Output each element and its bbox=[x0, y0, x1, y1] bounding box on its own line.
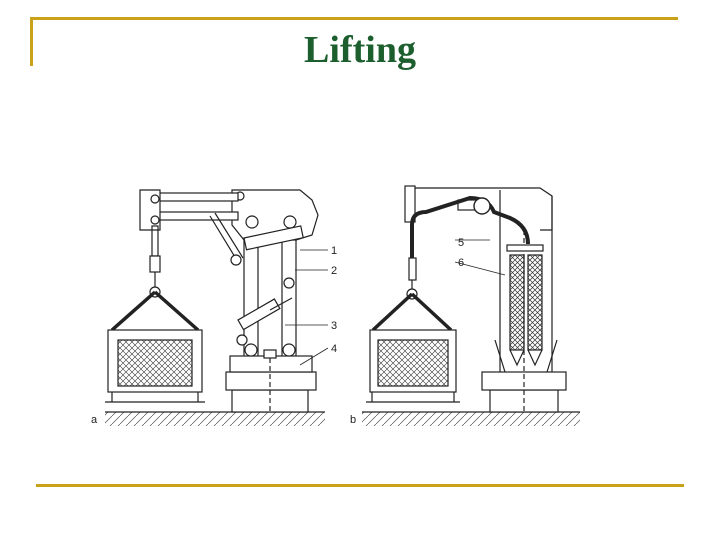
panel-b-labels: 5 6 b bbox=[350, 237, 464, 426]
panel-b-label: b bbox=[350, 414, 356, 426]
callout-3: 3 bbox=[331, 320, 337, 332]
panel-b bbox=[362, 185, 580, 426]
bottom-accent-rule bbox=[36, 484, 684, 487]
panel-a-labels: 1 2 3 4 a bbox=[91, 245, 337, 426]
panel-a-label: a bbox=[91, 414, 98, 426]
callout-1: 1 bbox=[331, 245, 337, 257]
slide-title: Lifting bbox=[304, 29, 416, 71]
callout-6: 6 bbox=[458, 257, 464, 269]
top-accent-rule bbox=[30, 17, 678, 20]
left-accent-rule bbox=[30, 17, 33, 66]
callout-2: 2 bbox=[331, 265, 337, 277]
ground-b bbox=[362, 412, 580, 426]
panel-a bbox=[105, 189, 329, 426]
ground-a bbox=[105, 412, 325, 426]
callout-5: 5 bbox=[458, 237, 464, 249]
callout-4: 4 bbox=[331, 343, 337, 355]
